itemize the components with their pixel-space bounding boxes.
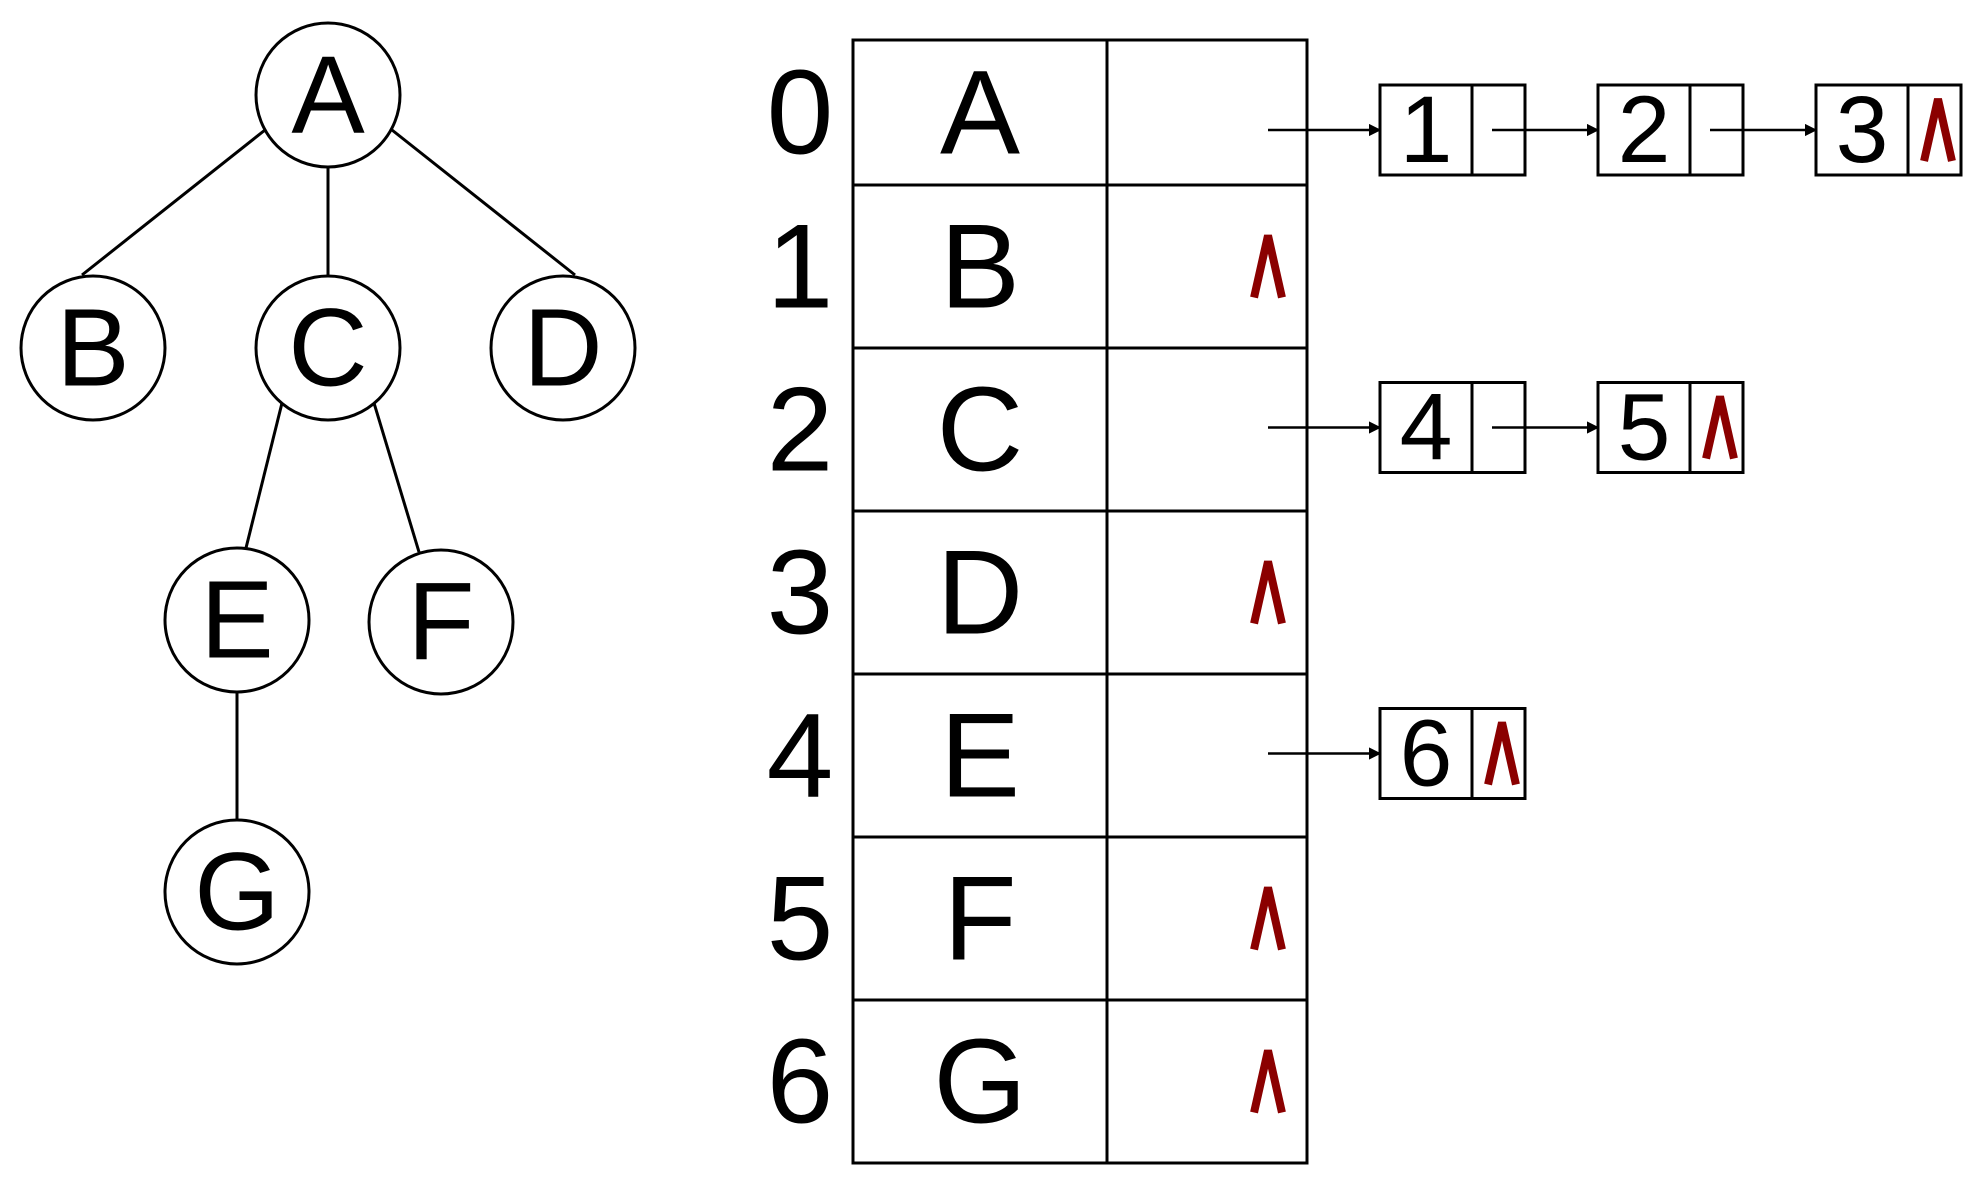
data-cell-label: A	[940, 46, 1020, 180]
data-cell	[851, 38, 1109, 187]
tree-edges	[81, 128, 576, 820]
firstchild-cell	[1105, 183, 1309, 350]
list-node-label: 6	[1400, 701, 1453, 807]
tree-node-f: F	[367, 548, 515, 696]
data-cell-label: D	[937, 526, 1024, 660]
list-node: 2	[1596, 77, 1818, 183]
row-index: 5	[767, 852, 834, 986]
tree-node-label: G	[194, 831, 280, 954]
tree-node-label: D	[523, 287, 602, 410]
list-node-label: 4	[1400, 375, 1453, 481]
null-pointer-marker	[1250, 886, 1286, 951]
tree-node-c: C	[254, 274, 402, 422]
edge-a-b	[81, 128, 266, 277]
edge-c-e	[244, 402, 284, 549]
data-cell	[851, 998, 1109, 1165]
tree-node-label: B	[56, 287, 129, 410]
list-node: 5	[1596, 375, 1745, 481]
null-pointer-marker	[1484, 721, 1520, 786]
firstchild-cell	[1105, 672, 1309, 839]
firstchild-cell	[1105, 38, 1309, 187]
tree-node-b: B	[19, 274, 167, 422]
row-index: 2	[767, 363, 834, 497]
list-node: 1	[1378, 77, 1600, 183]
null-pointer-marker	[1920, 98, 1956, 162]
edge-c-f	[372, 402, 421, 553]
row-index: 4	[767, 689, 834, 823]
null-pointer-marker	[1250, 234, 1286, 299]
edge-a-d	[391, 128, 576, 277]
null-pointer-marker	[1250, 560, 1286, 625]
data-cell-label: B	[940, 200, 1020, 334]
firstchild-cell	[1105, 346, 1309, 513]
data-cell-label: E	[940, 689, 1020, 823]
tree-nodes: A B C D E F G	[19, 21, 637, 966]
row-index: 1	[767, 200, 834, 334]
row-index: 0	[767, 46, 834, 180]
list-node-label: 1	[1400, 77, 1453, 183]
data-cell-label: C	[937, 363, 1024, 497]
list-node-label: 3	[1836, 77, 1889, 183]
list-node-label: 5	[1618, 375, 1671, 481]
tree-node-label: E	[200, 559, 273, 682]
list-node-label: 2	[1618, 77, 1671, 183]
data-cell	[851, 183, 1109, 350]
tree-node-e: E	[163, 546, 311, 694]
tree-node-g: G	[163, 818, 311, 966]
child-list: 1 2 3	[1268, 77, 1963, 183]
list-node: 4	[1378, 375, 1600, 481]
row-index: 6	[767, 1015, 834, 1149]
tree-node-label: C	[288, 287, 367, 410]
tree-node-d: D	[489, 274, 637, 422]
tree-node-label: A	[291, 34, 365, 157]
row-index: 3	[767, 526, 834, 660]
null-pointer-marker	[1250, 1049, 1286, 1114]
data-cell	[851, 835, 1109, 1002]
child-list: 6	[1268, 701, 1527, 807]
list-node: 3	[1814, 77, 1963, 183]
null-pointer-marker	[1702, 395, 1738, 460]
list-node: 6	[1378, 701, 1527, 807]
tree-node-label: F	[407, 561, 474, 684]
data-cell	[851, 346, 1109, 513]
data-cell-label: F	[943, 852, 1016, 986]
data-cell	[851, 672, 1109, 839]
data-cell-label: G	[933, 1015, 1026, 1149]
tree-node-a: A	[254, 21, 402, 169]
